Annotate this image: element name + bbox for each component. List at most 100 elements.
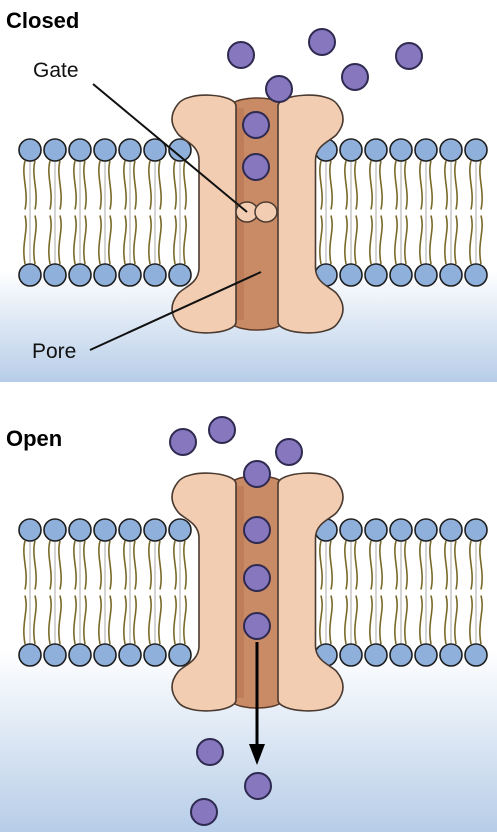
- lipid-tail: [134, 596, 136, 645]
- lipid-tail: [380, 216, 382, 265]
- lipid-head: [94, 644, 116, 666]
- lipid-tail: [355, 596, 357, 645]
- lipid-tail: [34, 216, 36, 265]
- lipid-tail: [74, 596, 76, 645]
- lipid-head: [44, 139, 66, 161]
- lipid-head: [340, 264, 362, 286]
- lipid-tail: [370, 216, 372, 265]
- lipid-head: [19, 139, 41, 161]
- ion: [228, 42, 254, 68]
- lipid-tail: [405, 596, 407, 645]
- lipid-tail: [99, 596, 101, 645]
- lipid-head: [440, 644, 462, 666]
- lipid-tail: [470, 541, 472, 590]
- lipid-tail: [24, 541, 26, 590]
- closed-panel: Closed Gate Pore: [0, 8, 497, 382]
- lipid-tail: [84, 541, 86, 590]
- lipid-tail: [480, 541, 482, 590]
- lipid-tail: [380, 596, 382, 645]
- lipid-tail: [59, 216, 61, 265]
- ion: [396, 43, 422, 69]
- lipid-tail: [480, 161, 482, 210]
- ion: [243, 154, 269, 180]
- lipid-tail: [345, 161, 347, 210]
- lipid-tail: [420, 541, 422, 590]
- channel-wall-right: [278, 95, 343, 333]
- lipid-head: [365, 264, 387, 286]
- lipid-tail: [74, 216, 76, 265]
- ion: [197, 739, 223, 765]
- lipid-tail: [159, 596, 161, 645]
- lipid-head: [119, 139, 141, 161]
- lipid-tail: [184, 596, 186, 645]
- lipid-head: [415, 644, 437, 666]
- lipid-tail: [49, 216, 51, 265]
- lipid-tail: [395, 216, 397, 265]
- ion: [209, 417, 235, 443]
- lipid-tail: [420, 596, 422, 645]
- lipid-tail: [109, 596, 111, 645]
- ion: [244, 461, 270, 487]
- lipid-tail: [174, 596, 176, 645]
- ion: [244, 517, 270, 543]
- lipid-head: [169, 264, 191, 286]
- lipid-tail: [109, 161, 111, 210]
- lipid-head: [390, 519, 412, 541]
- lipid-tail: [470, 596, 472, 645]
- open-panel-title: Open: [6, 426, 62, 451]
- lipid-tail: [59, 161, 61, 210]
- ion: [170, 429, 196, 455]
- lipid-tail: [49, 161, 51, 210]
- lipid-tail: [24, 161, 26, 210]
- lipid-tail: [445, 216, 447, 265]
- lipid-head: [94, 519, 116, 541]
- lipid-head: [465, 264, 487, 286]
- lipid-head: [365, 644, 387, 666]
- lipid-tail: [405, 161, 407, 210]
- lipid-head: [69, 139, 91, 161]
- lipid-tail: [430, 161, 432, 210]
- lipid-tail: [109, 216, 111, 265]
- lipid-head: [169, 644, 191, 666]
- lipid-head: [19, 264, 41, 286]
- lipid-head: [19, 644, 41, 666]
- ion: [266, 76, 292, 102]
- lipid-tail: [24, 596, 26, 645]
- lipid-head: [69, 519, 91, 541]
- lipid-head: [415, 519, 437, 541]
- lipid-head: [44, 519, 66, 541]
- lipid-head: [390, 139, 412, 161]
- closed-panel-title: Closed: [6, 8, 79, 33]
- lipid-tail: [134, 161, 136, 210]
- lipid-tail: [455, 161, 457, 210]
- lipid-tail: [124, 161, 126, 210]
- lipid-head: [465, 644, 487, 666]
- lipid-tail: [159, 161, 161, 210]
- lipid-head: [144, 264, 166, 286]
- lipid-tail: [320, 541, 322, 590]
- open-panel: Open: [0, 417, 497, 832]
- lipid-tail: [124, 216, 126, 265]
- channel-wall-left: [172, 473, 236, 711]
- lipid-head: [415, 139, 437, 161]
- ion: [309, 29, 335, 55]
- lipid-tail: [380, 161, 382, 210]
- lipid-tail: [345, 541, 347, 590]
- lipid-head: [94, 139, 116, 161]
- lipid-tail: [124, 541, 126, 590]
- lipid-tail: [174, 161, 176, 210]
- ion: [276, 439, 302, 465]
- lipid-head: [144, 644, 166, 666]
- lipid-tail: [34, 541, 36, 590]
- lipid-tail: [430, 216, 432, 265]
- lipid-tail: [159, 216, 161, 265]
- ion: [244, 565, 270, 591]
- lipid-head: [390, 644, 412, 666]
- lipid-tail: [159, 541, 161, 590]
- lipid-head: [119, 264, 141, 286]
- lipid-tail: [34, 161, 36, 210]
- lipid-tail: [480, 596, 482, 645]
- lipid-tail: [445, 541, 447, 590]
- lipid-head: [365, 139, 387, 161]
